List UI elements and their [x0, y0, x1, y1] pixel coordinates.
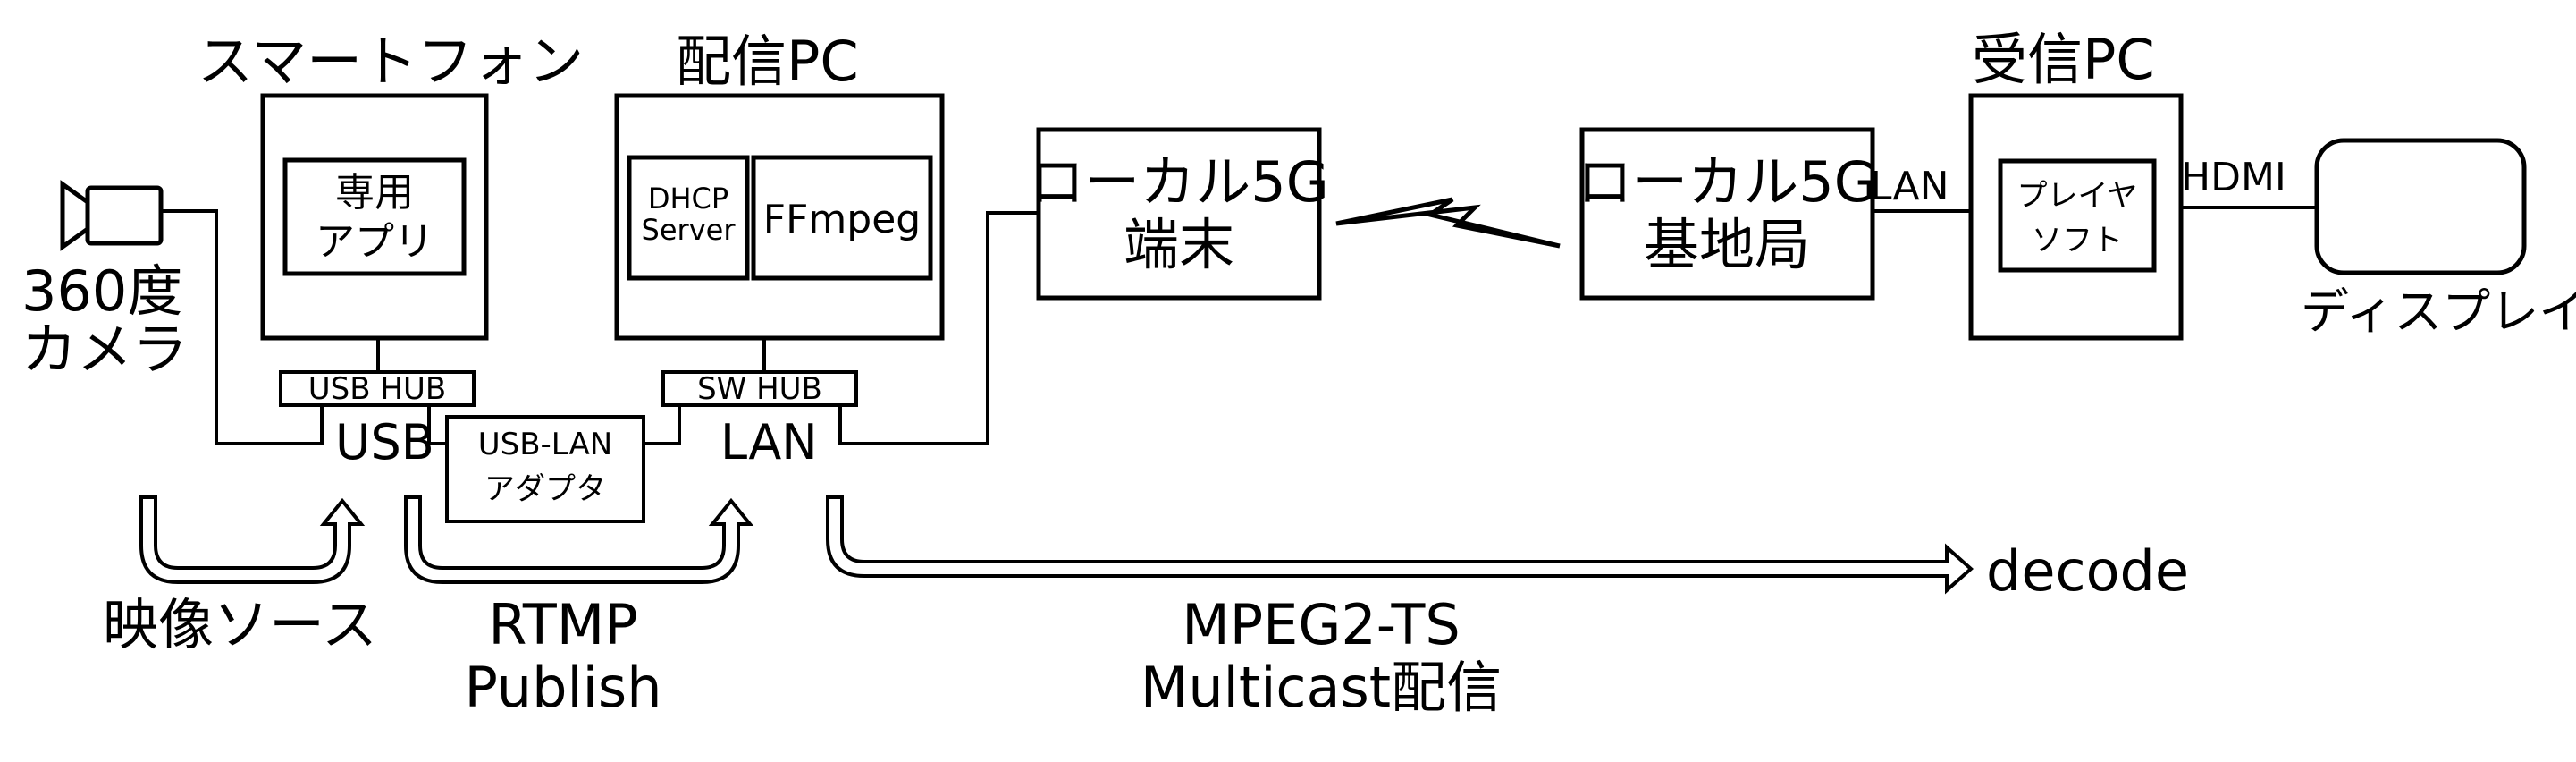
video-source-arrow [139, 495, 366, 584]
camera-label-line2: カメラ [21, 317, 188, 382]
adapter-to-sw-hub-line [644, 405, 681, 445]
player-software-box [1998, 158, 2157, 273]
dedicated-app-label-line1: 専用 [335, 170, 414, 216]
local-5g-terminal-label-line2: 端末 [1124, 212, 1234, 277]
lan-port-label: LAN [720, 414, 818, 470]
display-label: ディスプレイ [2301, 284, 2576, 340]
dhcp-server-label-line1: DHCP [648, 182, 728, 216]
hdmi-link-label: HDMI [2181, 155, 2286, 200]
player-software-label-line1: プレイヤ [2017, 178, 2138, 214]
rtmp-publish-arrow [404, 495, 754, 584]
local-5g-base-station-label-line2: 基地局 [1644, 212, 1810, 277]
dhcp-server-label-line2: Server [642, 213, 737, 247]
ffmpeg-box [751, 155, 933, 281]
camera-to-usb-hub-line [161, 209, 324, 445]
video-source-label: 映像ソース [103, 592, 377, 657]
flow-arrows [139, 495, 1974, 595]
sw-hub-box [661, 370, 858, 407]
sw-hub-to-terminal-line [838, 211, 1039, 445]
dhcp-server-box [627, 155, 750, 281]
camera-lens [60, 180, 90, 251]
usb-lan-adapter-label-line2: アダプタ [484, 471, 606, 507]
local-5g-terminal-label-line1: ローカル5G [1029, 149, 1329, 215]
stream-pc-title: 配信PC [676, 29, 859, 94]
rtmp-label-line1: RTMP [488, 592, 637, 657]
usb-port-label: USB [335, 414, 434, 470]
rtmp-label-line2: Publish [465, 655, 662, 720]
usb-hub-to-adapter-line [427, 405, 447, 445]
display-icon [2314, 138, 2527, 275]
usb-hub-label: USB HUB [308, 371, 446, 407]
dedicated-app-box [282, 157, 467, 276]
decode-label: decode [1986, 538, 2189, 604]
usb-lan-adapter-label-line1: USB-LAN [478, 427, 612, 462]
usb-hub-box [279, 370, 476, 407]
local-5g-base-station-box [1579, 127, 1875, 301]
connection-lines [161, 206, 2317, 445]
camera-icon [60, 180, 164, 251]
local-5g-base-station-label-line1: ローカル5G [1577, 149, 1877, 215]
mpeg2-ts-multicast-arrow [826, 495, 1974, 595]
local-5g-terminal-box [1036, 127, 1322, 301]
usb-lan-adapter-box [445, 415, 645, 523]
mpeg-label-line2: Multicast配信 [1141, 655, 1502, 720]
wireless-link-icon [1335, 197, 1561, 249]
lan-link-label: LAN [1870, 164, 1949, 209]
smartphone-title: スマートフォン [198, 29, 584, 94]
mpeg-label-line1: MPEG2-TS [1182, 592, 1460, 657]
sw-hub-label: SW HUB [697, 371, 822, 407]
receive-pc-title: 受信PC [1972, 27, 2155, 92]
camera-body [85, 185, 164, 246]
camera-label-line1: 360度 [21, 258, 182, 324]
player-software-label-line2: ソフト [2032, 223, 2123, 258]
dedicated-app-label-line2: アプリ [316, 219, 434, 265]
ffmpeg-label: FFmpeg [763, 197, 921, 242]
